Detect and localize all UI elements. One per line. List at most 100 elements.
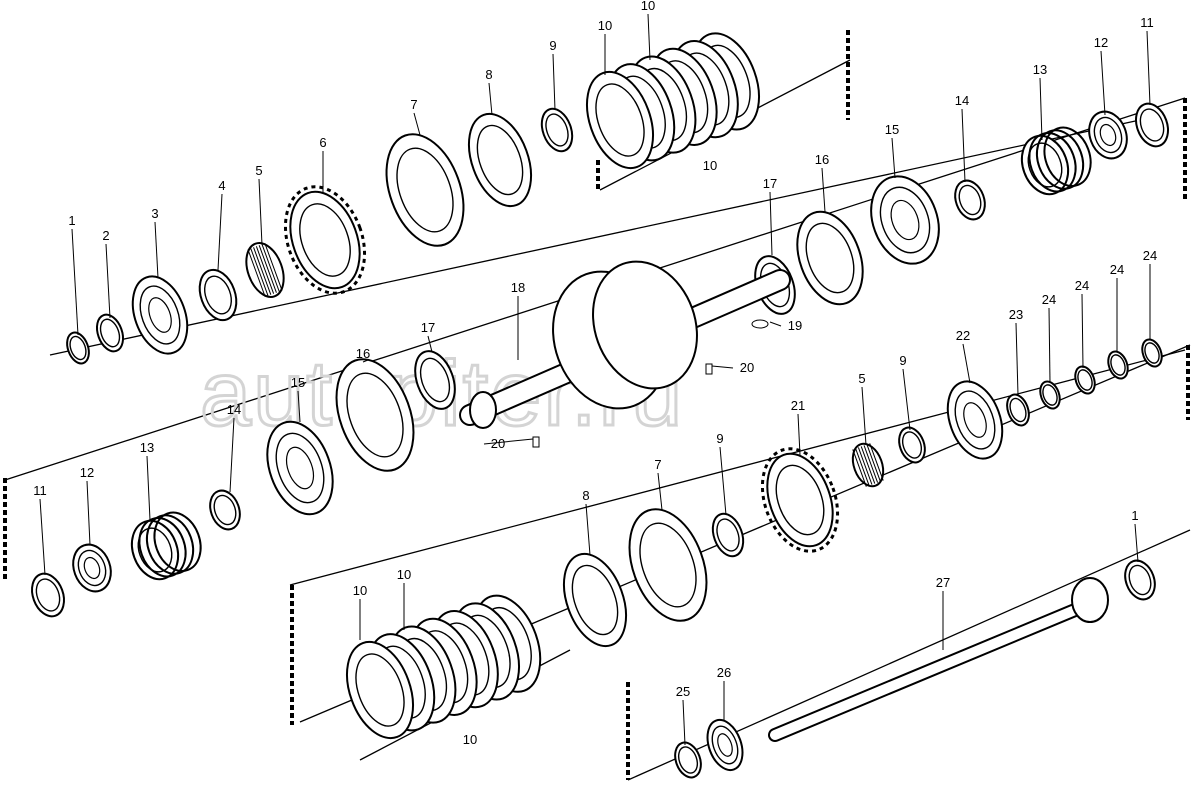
leader-line — [71, 228, 79, 336]
leader-line — [297, 390, 301, 423]
callout-label: 5 — [858, 371, 865, 386]
part-spring — [1020, 126, 1092, 196]
part-ring — [95, 313, 125, 353]
ring-inner — [1139, 108, 1165, 142]
leader-line — [413, 112, 421, 136]
callout-label: 16 — [815, 152, 829, 167]
gear-inner — [775, 464, 825, 536]
needle-roller — [255, 246, 275, 294]
callout-label: 11 — [33, 483, 47, 498]
ring-inner — [346, 372, 404, 458]
ring-inner — [1128, 564, 1152, 596]
callout-label: 10 — [463, 732, 477, 747]
sleeve-inner — [213, 494, 237, 526]
ring-inner — [716, 518, 740, 552]
part-spring — [130, 511, 202, 581]
part-needle — [245, 242, 285, 298]
callout-label: 21 — [791, 398, 805, 413]
callout-label: 3 — [151, 206, 158, 221]
needle-roller — [250, 248, 269, 296]
callout-label: 14 — [955, 93, 969, 108]
ring-inner — [1110, 354, 1126, 376]
spring-coil — [153, 511, 202, 572]
callout-label: 19 — [788, 318, 802, 333]
leader-line — [769, 191, 773, 256]
parts — [31, 32, 1169, 779]
leader-line — [719, 446, 727, 516]
callout-label: 15 — [885, 122, 899, 137]
sleeve-inner — [958, 184, 982, 216]
part-bearing — [131, 275, 189, 355]
ring-inner — [69, 335, 87, 361]
ring-inner — [1077, 369, 1093, 391]
spring-coil — [1035, 129, 1085, 190]
part-bearing — [1088, 110, 1128, 160]
callout-label: 27 — [936, 575, 950, 590]
ring-inner — [396, 147, 454, 233]
stack-inner — [355, 653, 405, 727]
leader-line — [821, 167, 826, 213]
callout-label: 22 — [956, 328, 970, 343]
ring-inner — [1144, 342, 1160, 364]
needle-roller — [869, 443, 884, 481]
leader-line — [682, 699, 686, 746]
part-stack — [346, 594, 542, 740]
leader-line — [39, 498, 46, 576]
callout-label: 5 — [255, 163, 262, 178]
callout-label: 23 — [1009, 307, 1023, 322]
bearing-bore — [148, 297, 172, 333]
ring-inner — [204, 275, 232, 315]
needle-roller — [264, 243, 283, 291]
output-shaft-fill — [770, 605, 1080, 740]
gear-inner — [299, 203, 351, 277]
leader-line — [229, 417, 235, 493]
callout-label: 6 — [319, 135, 326, 150]
needle-roller — [863, 445, 879, 483]
part-ring — [540, 107, 574, 153]
ring-inner — [545, 113, 569, 147]
leader-line — [902, 368, 911, 431]
part-sleeve — [209, 489, 241, 531]
frame-line — [289, 349, 1186, 586]
callout-label: 1 — [68, 213, 75, 228]
bearing-bore — [83, 556, 101, 580]
part-ring — [562, 552, 628, 648]
ring-inner — [1009, 397, 1027, 423]
pin — [705, 363, 713, 375]
ring-inner — [805, 222, 855, 294]
part-ring — [796, 210, 864, 306]
callout-label: 9 — [716, 431, 723, 446]
part-ring — [414, 350, 456, 410]
callout-label: 10 — [397, 567, 411, 582]
leader-line — [1081, 293, 1084, 369]
needle-roller — [855, 448, 870, 486]
spring-coil — [145, 514, 195, 575]
callout-label: 18 — [511, 280, 525, 295]
stack-inner — [595, 83, 645, 157]
leader-line — [647, 13, 651, 61]
ring-inner — [99, 318, 121, 348]
callout-label: 9 — [549, 38, 556, 53]
part-bearing — [72, 543, 112, 593]
leader-line — [1048, 307, 1051, 383]
callout-label: 15 — [291, 375, 305, 390]
needle-roller — [860, 446, 876, 484]
part-ring — [66, 331, 90, 365]
callout-label: 24 — [1110, 262, 1124, 277]
leader-line — [1015, 322, 1019, 396]
part-bearing — [946, 380, 1004, 460]
callout-label: 20 — [740, 360, 754, 375]
bearing-bore — [717, 733, 733, 757]
ring-inner — [639, 522, 697, 608]
bearing-bore — [1099, 123, 1117, 147]
part-ring — [198, 268, 238, 322]
needle-roller — [253, 247, 272, 295]
callout-label: 7 — [410, 97, 417, 112]
spring-coil — [138, 517, 187, 578]
callout-label: 8 — [582, 488, 589, 503]
leader-line — [217, 193, 223, 271]
part-ring — [335, 358, 415, 472]
part-ring — [628, 508, 708, 622]
leader-line — [961, 108, 966, 183]
